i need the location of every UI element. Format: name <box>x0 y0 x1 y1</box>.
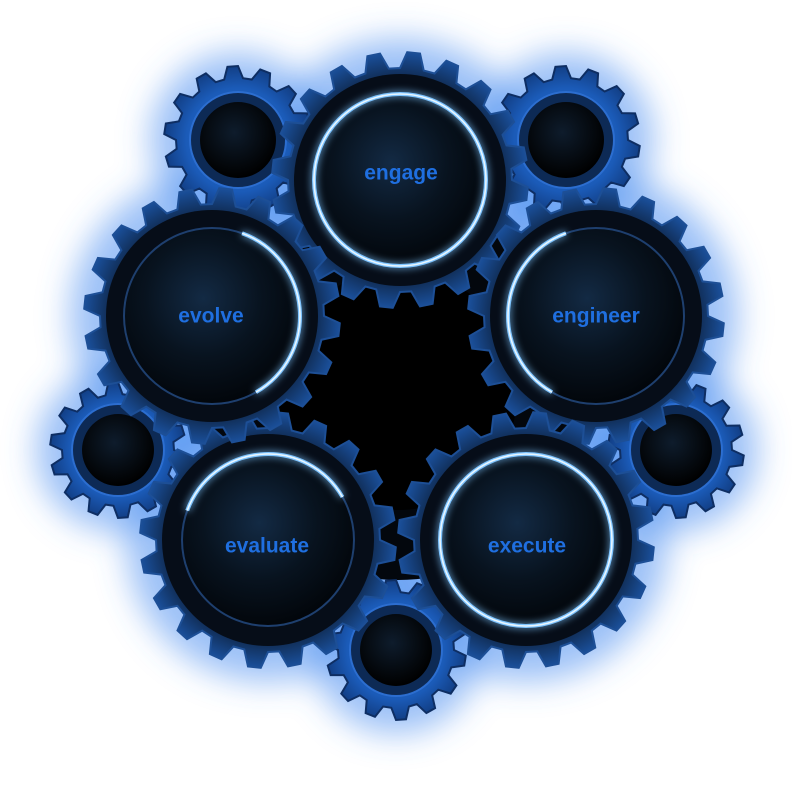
gear-disc <box>182 454 354 626</box>
small-gear-hub <box>200 102 276 178</box>
gear-disc <box>440 454 612 626</box>
label-engineer: engineer <box>552 305 640 328</box>
small-gear <box>163 64 313 216</box>
label-evaluate: evaluate <box>225 535 309 558</box>
gear-glow-arc-core <box>507 232 567 393</box>
gear-glow-core <box>439 453 613 627</box>
gear-glow-arc-core <box>241 232 301 393</box>
large-gear-execute <box>397 411 655 669</box>
small-gear-hub <box>82 414 154 486</box>
small-gear-hub <box>528 102 604 178</box>
small-gear <box>491 64 641 216</box>
large-gears <box>83 51 725 669</box>
large-gear-evaluate <box>139 411 397 669</box>
small-gear-hub <box>640 414 712 486</box>
gear-disc <box>124 228 300 404</box>
small-gears <box>49 64 745 722</box>
gear-disc <box>314 94 486 266</box>
label-execute: execute <box>488 535 566 558</box>
label-evolve: evolve <box>178 305 243 328</box>
gear-glow-arc-core <box>186 453 344 511</box>
small-gear <box>49 380 187 520</box>
gear-disc <box>508 228 684 404</box>
gear-glow-core <box>313 93 487 267</box>
label-engage: engage <box>364 162 438 185</box>
large-gear-engage <box>271 51 529 309</box>
large-gear-engineer <box>467 187 725 445</box>
large-gear-evolve <box>83 187 341 445</box>
small-gear-hub <box>360 614 432 686</box>
